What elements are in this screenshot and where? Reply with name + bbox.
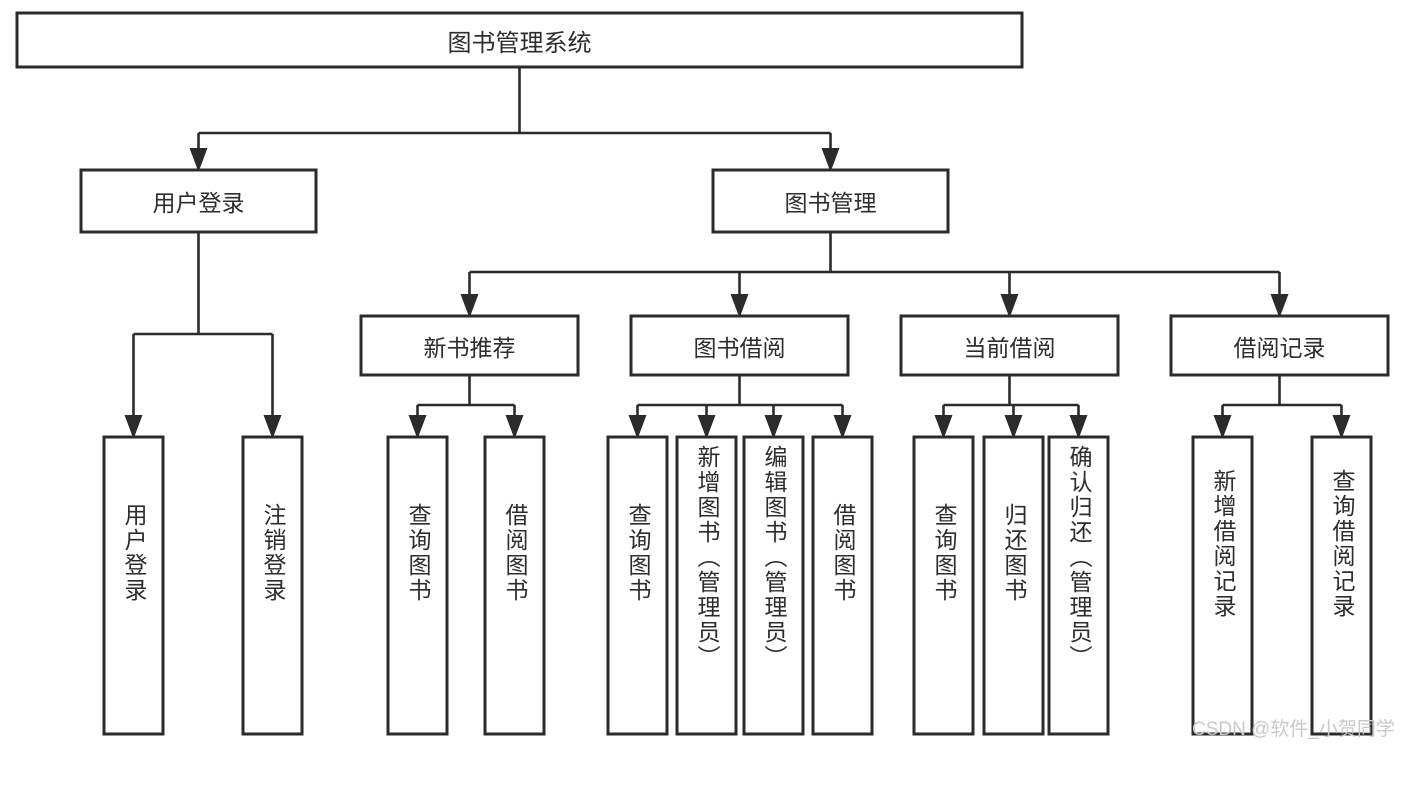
- connector-group-book-management: [460, 232, 1289, 318]
- node-leaf-borrow-book-2[interactable]: [811, 435, 874, 736]
- node-current-borrow[interactable]: [899, 314, 1120, 377]
- node-leaf-edit-book[interactable]: [742, 435, 805, 736]
- node-leaf-query-record[interactable]: [1310, 435, 1373, 736]
- node-leaf-add-book[interactable]: [675, 435, 738, 736]
- flowchart-svg: [15, 11, 1390, 736]
- connector-group-borrow-record: [1213, 375, 1351, 439]
- node-leaf-return-book[interactable]: [982, 435, 1045, 736]
- node-leaf-query-book-2[interactable]: [606, 435, 669, 736]
- node-leaf-query-book-1[interactable]: [386, 435, 449, 736]
- connector-group-current-borrow: [934, 375, 1088, 439]
- connector-group-new-book-recommend: [408, 375, 524, 439]
- connector-group-book-borrow: [628, 375, 852, 439]
- node-book-borrow[interactable]: [629, 314, 850, 377]
- connector-group-root: [189, 67, 840, 172]
- node-borrow-record[interactable]: [1169, 314, 1390, 377]
- node-leaf-borrow-book-1[interactable]: [483, 435, 546, 736]
- node-leaf-confirm-return[interactable]: [1047, 435, 1110, 736]
- node-leaf-logout[interactable]: [241, 435, 304, 736]
- node-user-login[interactable]: [79, 168, 318, 234]
- node-leaf-user-login[interactable]: [102, 435, 165, 736]
- flowchart-canvas: 图书管理系统 用户登录 图书管理 新书推荐 图书借阅 当前借阅 借阅记录 用户登…: [15, 11, 1395, 740]
- node-new-book-recommend[interactable]: [359, 314, 580, 377]
- node-book-management[interactable]: [711, 168, 950, 234]
- node-root[interactable]: [15, 11, 1024, 69]
- connector-group-user-login: [124, 232, 282, 439]
- node-leaf-query-book-3[interactable]: [912, 435, 975, 736]
- node-leaf-add-record[interactable]: [1191, 435, 1254, 736]
- csdn-watermark: CSDN @软件_小贺同学: [1192, 719, 1395, 740]
